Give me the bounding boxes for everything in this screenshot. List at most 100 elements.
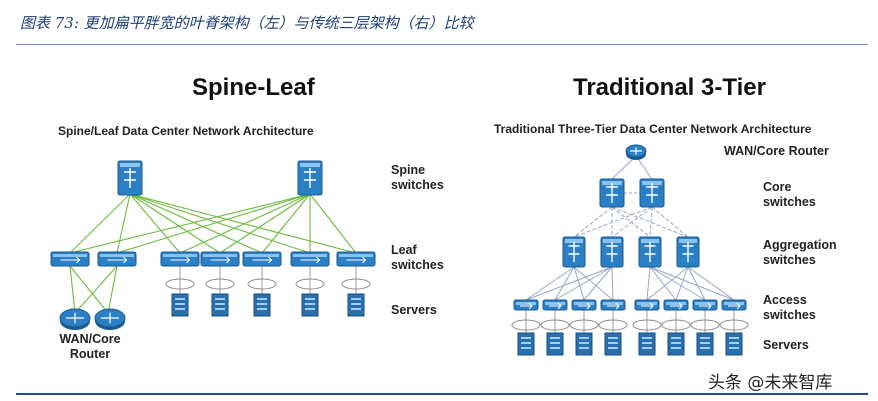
access-switch-6 (663, 299, 689, 311)
server-nic-ring (341, 278, 371, 290)
leaf-switch-7 (336, 251, 376, 267)
top-rule (16, 44, 868, 45)
server-nic-ring (598, 319, 628, 331)
server-right-8 (725, 332, 743, 356)
core-switch-2 (639, 178, 665, 208)
leaf-switch-3 (160, 251, 200, 267)
server-right-3 (575, 332, 593, 356)
agg-access-link (649, 266, 706, 301)
server-nic-ring (205, 278, 235, 290)
leaf-switch-1 (50, 251, 90, 267)
leaf-switch-6 (290, 251, 330, 267)
leaf-router-link (69, 265, 109, 314)
leaf-switch-2 (97, 251, 137, 267)
spine-leaf-link (129, 193, 181, 254)
server-right-7 (696, 332, 714, 356)
agg-access-link (687, 266, 735, 301)
server-right-5 (638, 332, 656, 356)
server-left-2 (211, 293, 229, 317)
server-nic-ring (511, 319, 541, 331)
agg-access-link (573, 266, 614, 301)
spine-leaf-link (129, 193, 357, 254)
three-tier-title: Traditional 3-Tier (573, 74, 766, 101)
core-agg-link (611, 206, 651, 238)
leaf-router-link (107, 265, 118, 314)
spine-switch-2 (297, 160, 323, 196)
aggregation-switch-2 (600, 236, 624, 268)
server-nic-ring (295, 278, 325, 290)
aggregation-switch-1 (562, 236, 586, 268)
agg-access-link (687, 266, 706, 301)
agg-access-link (611, 266, 614, 301)
servers-label-left: Servers (391, 303, 437, 317)
server-nic-ring (719, 319, 749, 331)
server-right-6 (667, 332, 685, 356)
server-left-5 (347, 293, 365, 317)
server-nic-ring (661, 319, 691, 331)
aggregation-switch-3 (638, 236, 662, 268)
agg-access-link (675, 266, 689, 301)
spine-leaf-link (129, 193, 263, 254)
wan-core-link (611, 155, 637, 180)
bottom-rule (16, 393, 868, 395)
access-switch-5 (634, 299, 660, 311)
server-left-4 (301, 293, 319, 317)
spine-leaf-title: Spine-Leaf (192, 74, 315, 101)
core-agg-link (573, 206, 653, 238)
wan-core-link (635, 155, 653, 180)
spine-leaf-link (261, 193, 311, 254)
wan-router-left-1 (59, 308, 91, 330)
core-agg-link (573, 206, 613, 238)
server-nic-ring (690, 319, 720, 331)
server-right-2 (546, 332, 564, 356)
access-switch-3 (571, 299, 597, 311)
agg-access-link (573, 266, 585, 301)
server-left-1 (171, 293, 189, 317)
spine-leaf-link (309, 193, 357, 254)
server-nic-ring (247, 278, 277, 290)
wan-router-label-right: WAN/Core Router (724, 144, 829, 158)
spine-leaf-link (69, 193, 311, 254)
leaf-router-link (69, 265, 76, 314)
core-agg-link (651, 206, 689, 238)
access-switch-1 (513, 299, 539, 311)
spine-leaf-link (179, 193, 311, 254)
agg-access-link (554, 266, 575, 301)
leaf-switch-5 (242, 251, 282, 267)
core-switch-1 (599, 178, 625, 208)
server-right-1 (517, 332, 535, 356)
server-nic-ring (540, 319, 570, 331)
spine-switch-1 (117, 160, 143, 196)
three-tier-subtitle: Traditional Three-Tier Data Center Netwo… (494, 122, 812, 136)
core-agg-link (611, 206, 689, 238)
agg-access-link (583, 266, 613, 301)
agg-access-link (646, 266, 651, 301)
leaf-router-link (74, 265, 118, 314)
agg-access-link (649, 266, 735, 301)
server-nic-ring (165, 278, 195, 290)
access-switch-4 (600, 299, 626, 311)
leaf-switch-4 (200, 251, 240, 267)
agg-access-link (525, 266, 613, 301)
watermark: 头条 @未来智库 (708, 373, 833, 393)
agg-access-link (525, 266, 575, 301)
servers-label-right: Servers (763, 338, 809, 352)
spine-leaf-link (219, 193, 311, 254)
agg-access-link (649, 266, 677, 301)
agg-access-link (554, 266, 613, 301)
core-agg-link (611, 206, 653, 238)
spine-leaf-link (116, 193, 131, 254)
spine-leaf-subtitle: Spine/Leaf Data Center Network Architect… (58, 124, 314, 138)
agg-access-link (646, 266, 689, 301)
server-right-4 (604, 332, 622, 356)
wan-router-left-2 (94, 308, 126, 330)
access-switch-2 (542, 299, 568, 311)
access-switch-8 (721, 299, 747, 311)
